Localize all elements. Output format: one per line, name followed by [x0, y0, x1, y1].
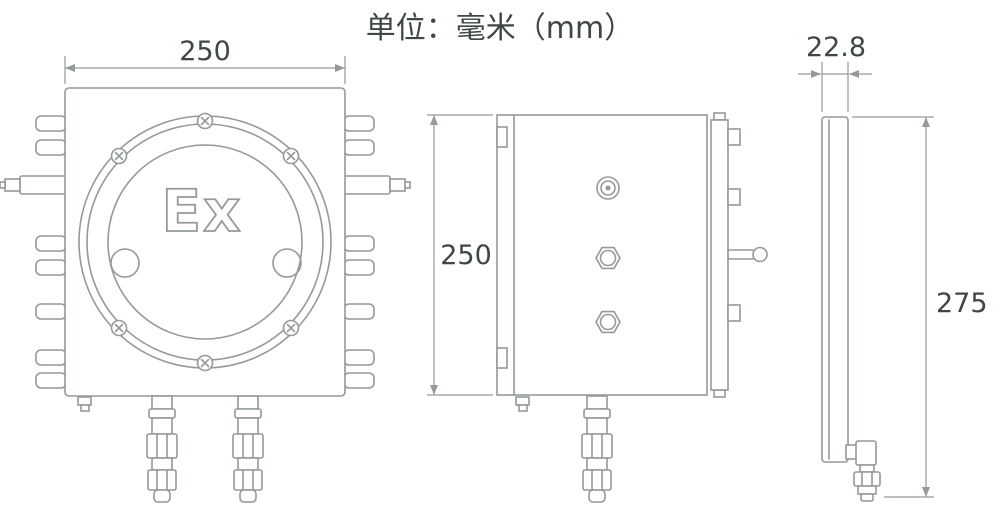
lid-clips	[496, 126, 508, 369]
dimension-front-width: 250	[64, 36, 346, 84]
entry-plug-right	[343, 175, 411, 195]
bolt-icon	[110, 147, 128, 165]
side-view: 250	[427, 112, 768, 503]
mounting-plate	[710, 112, 741, 398]
knob-fastener	[596, 176, 620, 200]
enclosure-body-front	[64, 87, 346, 397]
front-view: 250	[0, 36, 411, 503]
bolt-icon	[196, 354, 214, 372]
side-height-value: 250	[440, 240, 492, 271]
cable-gland	[146, 395, 178, 503]
bolt-icon	[196, 112, 214, 130]
dimension-side-height: 250	[427, 114, 493, 396]
hex-bolt-upper	[595, 246, 621, 270]
ex-marking: Ex	[161, 177, 242, 245]
profile-height-value: 275	[936, 288, 988, 319]
hex-bolt-lower	[595, 310, 621, 334]
entry-plug-left	[0, 175, 67, 195]
bolt-icon	[282, 319, 300, 337]
front-width-value: 250	[179, 36, 231, 67]
profile-view: 22.8 275	[798, 32, 988, 502]
drain-plug-front	[77, 396, 92, 412]
bolt-icon	[282, 147, 300, 165]
enclosure-body-profile	[821, 116, 849, 463]
drawing-title: 单位：毫米（mm）	[366, 11, 634, 46]
elbow-cable-gland	[845, 440, 881, 502]
bolt-icon	[110, 319, 128, 337]
profile-width-value: 22.8	[806, 32, 866, 63]
cooling-fins-right	[343, 115, 375, 389]
dimension-profile-width: 22.8	[798, 32, 872, 112]
mounting-handle	[727, 246, 768, 263]
lid-holes	[110, 248, 302, 278]
cooling-fins-left	[35, 115, 67, 389]
dimension-profile-height: 275	[852, 116, 988, 498]
cable-gland	[232, 395, 264, 503]
drain-plug-side	[515, 396, 530, 412]
cable-gland	[581, 395, 613, 503]
